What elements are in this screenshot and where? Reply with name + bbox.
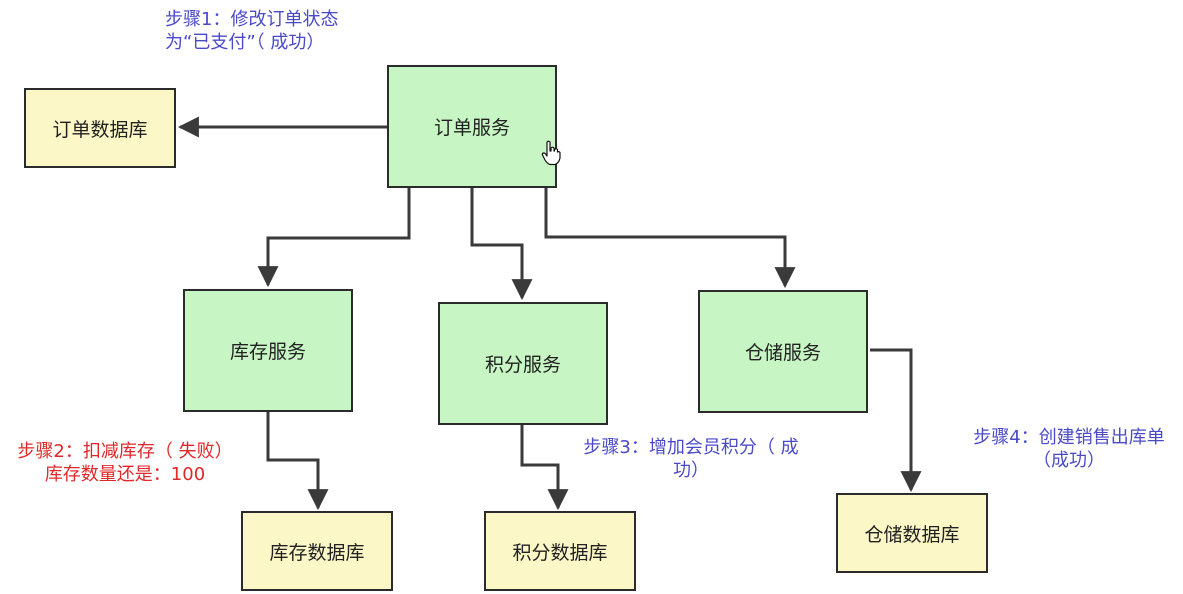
step1-line1: 步骤1：修改订单状态 (165, 9, 339, 30)
node-label: 仓储数据库 (864, 523, 960, 546)
node-label: 订单服务 (433, 117, 510, 139)
node-label: 订单数据库 (52, 118, 148, 141)
arrow-order-to-inventory (257, 188, 411, 288)
points-db-node: 积分数据库 (484, 511, 636, 591)
node-label: 积分数据库 (512, 541, 608, 564)
warehouse-db-node: 仓储数据库 (836, 493, 988, 573)
inventory-db-node: 库存数据库 (241, 511, 393, 591)
step2-line2: 库存数量还是：100 (44, 464, 206, 485)
step2-note: 步骤2：扣减库存（ 失败） 库存数量还是：100 (0, 440, 250, 486)
inventory-service-node: 库存服务 (183, 289, 353, 412)
step3-line2: 功） (673, 460, 709, 481)
arrow-warehouse-to-warehouse-db (870, 348, 922, 493)
node-label: 积分服务 (484, 354, 561, 376)
arrow-inventory-to-inventory-db (266, 412, 329, 511)
step4-line2: （成功） (1033, 450, 1105, 471)
node-label: 库存服务 (229, 341, 306, 363)
node-label: 库存数据库 (269, 541, 365, 564)
step3-note: 步骤3：增加会员积分（ 成 功） (573, 436, 809, 482)
order-db-node: 订单数据库 (24, 88, 176, 168)
step2-line1: 步骤2：扣减库存（ 失败） (17, 441, 233, 462)
step3-line1: 步骤3：增加会员积分（ 成 (583, 437, 799, 458)
points-service-node: 积分服务 (438, 302, 608, 425)
arrow-order-to-points (470, 188, 533, 301)
hand-pointer-icon (541, 140, 561, 166)
arrow-points-to-points-db (520, 425, 569, 511)
node-label: 仓储服务 (744, 342, 821, 364)
step4-line1: 步骤4：创建销售出库单 (973, 427, 1165, 448)
step1-line2: 为“已支付”（ 成功） (165, 32, 325, 53)
step1-note: 步骤1：修改订单状态 为“已支付”（ 成功） (165, 8, 338, 54)
warehouse-service-node: 仓储服务 (698, 290, 868, 413)
step4-note: 步骤4：创建销售出库单 （成功） (955, 426, 1183, 472)
order-service-node: 订单服务 (387, 65, 557, 188)
arrow-order-to-warehouse (544, 188, 796, 289)
